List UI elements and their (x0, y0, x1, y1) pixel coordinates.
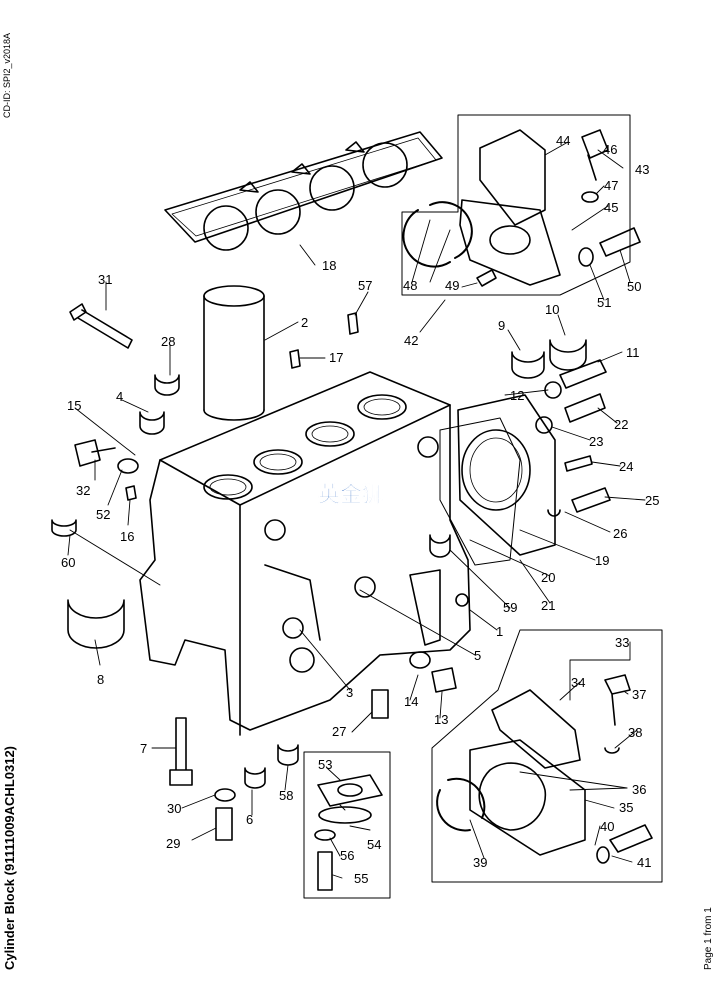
callout-56: 56 (340, 848, 354, 863)
callout-46: 46 (603, 142, 617, 157)
lower-seal-kit-frame (431, 629, 663, 883)
page-number: Page 1 from 1 (703, 907, 714, 970)
callout-10: 10 (545, 302, 559, 317)
callout-38: 38 (628, 725, 642, 740)
callout-43: 43 (635, 162, 649, 177)
callout-39: 39 (473, 855, 487, 870)
callout-54: 54 (367, 837, 381, 852)
callout-35: 35 (619, 800, 633, 815)
cd-id-label: CD-ID: SPI2_v2018A (2, 32, 12, 118)
callout-29: 29 (166, 836, 180, 851)
callout-52: 52 (96, 507, 110, 522)
callout-4: 4 (116, 389, 123, 404)
callout-5: 5 (474, 648, 481, 663)
callout-25: 25 (645, 493, 659, 508)
callout-44: 44 (556, 133, 570, 148)
callout-50: 50 (627, 279, 641, 294)
watermark: 英金狮 (318, 482, 384, 507)
callout-33: 33 (615, 635, 629, 650)
callout-24: 24 (619, 459, 633, 474)
callout-55: 55 (354, 871, 368, 886)
flange-kit-frame (303, 751, 391, 899)
leader-lines (67, 141, 646, 879)
callout-labels: 1 2 3 4 5 6 7 8 9 10 11 12 13 14 15 16 1… (61, 133, 659, 886)
callout-23: 23 (589, 434, 603, 449)
rear-plate-gasket (439, 417, 521, 566)
callout-32: 32 (76, 483, 90, 498)
callout-20: 20 (541, 570, 555, 585)
callout-3: 3 (346, 685, 353, 700)
callout-40: 40 (600, 819, 614, 834)
callout-19: 19 (595, 553, 609, 568)
callout-11: 11 (626, 345, 640, 360)
callout-51: 51 (597, 295, 611, 310)
callout-31: 31 (98, 272, 112, 287)
callout-7: 7 (140, 741, 147, 756)
callout-17: 17 (329, 350, 343, 365)
callout-30: 30 (167, 801, 181, 816)
callout-42: 42 (404, 333, 418, 348)
callout-14: 14 (404, 694, 418, 709)
callout-18: 18 (322, 258, 336, 273)
callout-53: 53 (318, 757, 332, 772)
callout-15: 15 (67, 398, 81, 413)
rear-plate (457, 394, 556, 556)
callout-27: 27 (332, 724, 346, 739)
sheet-title: Cylinder Block (91111009ACHL0312) (2, 745, 17, 970)
loose-parts (51, 312, 611, 841)
callout-34: 34 (571, 675, 585, 690)
callout-57: 57 (358, 278, 372, 293)
callout-36: 36 (632, 782, 646, 797)
seal-housing-parts (402, 129, 641, 287)
callout-12: 12 (510, 388, 524, 403)
callout-37: 37 (632, 687, 646, 702)
callout-21: 21 (541, 598, 555, 613)
callout-58: 58 (279, 788, 293, 803)
callout-41: 41 (637, 855, 651, 870)
callout-2: 2 (301, 315, 308, 330)
cylinder-liner (203, 285, 265, 421)
callout-49: 49 (445, 278, 459, 293)
callout-28: 28 (161, 334, 175, 349)
flange-kit-parts (314, 774, 383, 891)
callout-8: 8 (97, 672, 104, 687)
callout-9: 9 (498, 318, 505, 333)
callout-47: 47 (604, 178, 618, 193)
head-gasket (164, 131, 443, 251)
callout-22: 22 (614, 417, 628, 432)
cylinder-block (139, 371, 471, 736)
bolt-31 (69, 303, 133, 349)
seal-housing-kit-frame (401, 114, 631, 296)
callout-59: 59 (503, 600, 517, 615)
callout-60: 60 (61, 555, 75, 570)
callout-26: 26 (613, 526, 627, 541)
lower-seal-kit-parts (436, 674, 653, 864)
callout-1: 1 (496, 624, 503, 639)
callout-6: 6 (246, 812, 253, 827)
callout-16: 16 (120, 529, 134, 544)
callout-48: 48 (403, 278, 417, 293)
callout-13: 13 (434, 712, 448, 727)
callout-45: 45 (604, 200, 618, 215)
